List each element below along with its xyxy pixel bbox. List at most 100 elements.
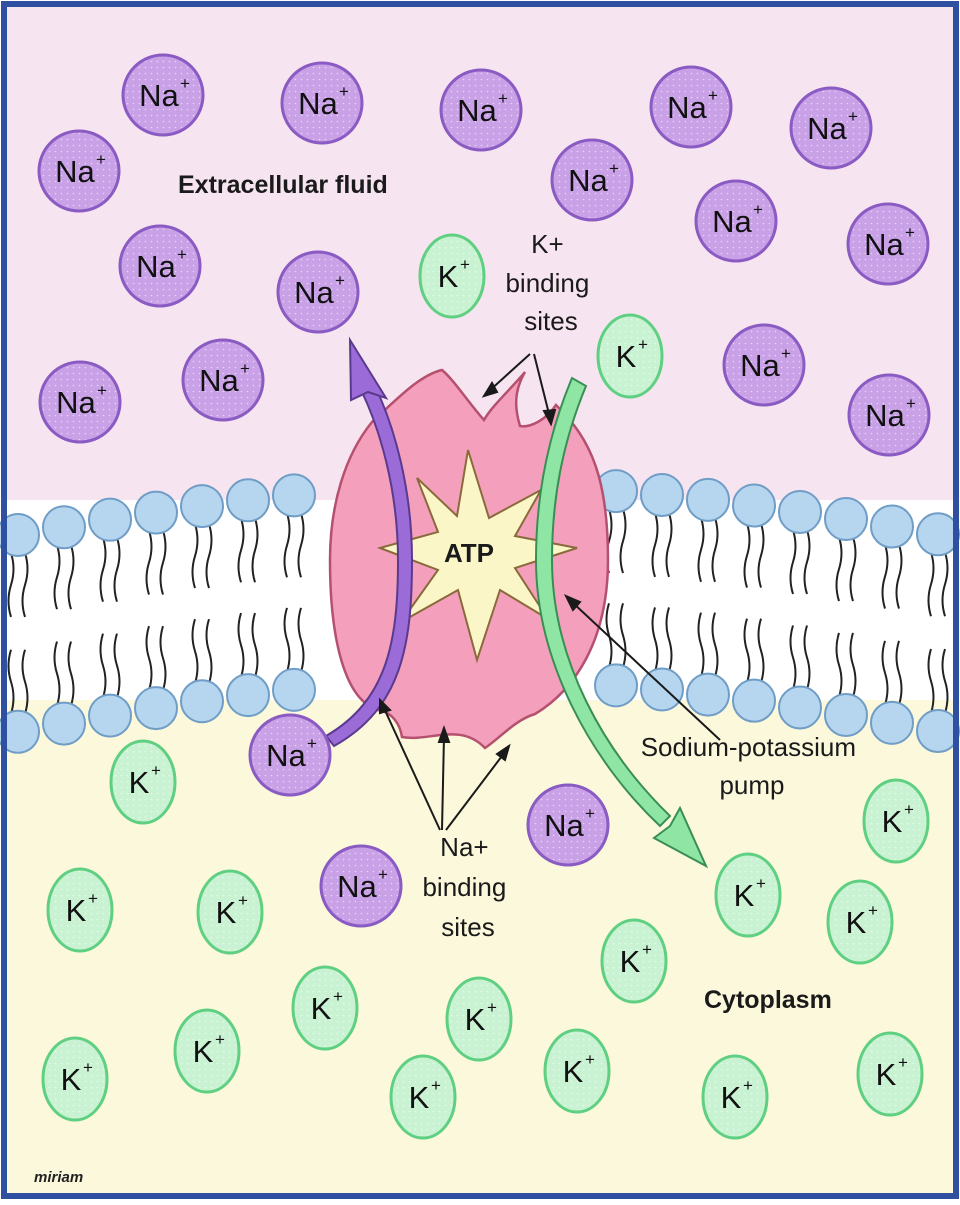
phospholipid-head — [686, 672, 730, 717]
sodium-ion-label: Na — [199, 363, 239, 398]
sodium-ion-label: Na — [294, 275, 334, 310]
potassium-ion-texture — [705, 1058, 765, 1136]
pump-pointer — [571, 601, 721, 741]
ion-charge: + — [898, 1053, 908, 1072]
sodium-ion-texture — [185, 342, 261, 418]
ion-charge: + — [756, 874, 766, 893]
lipid-tail — [789, 625, 797, 690]
k-binding-line-2: binding — [505, 268, 589, 298]
potassium-ion-texture — [604, 922, 664, 1000]
lipid-tail — [697, 517, 705, 583]
sodium-ion-label: Na — [740, 348, 780, 383]
phospholipid-head — [778, 490, 822, 534]
k-binding-sites-label: K+ binding sites — [505, 229, 596, 336]
lipid-tail — [881, 640, 889, 706]
lipid-tail — [53, 641, 61, 706]
potassium-ion-texture — [422, 237, 482, 315]
lipid-tail — [651, 512, 659, 578]
potassium-ion: K+ — [389, 1054, 457, 1140]
k-binding-pointer-left — [487, 353, 531, 393]
ion-charge: + — [177, 245, 187, 264]
ion-charge: + — [180, 74, 190, 93]
sodium-ion-label: Na — [56, 385, 96, 420]
potassium-ion-texture — [547, 1032, 607, 1110]
potassium-ion: K+ — [701, 1054, 769, 1140]
k-binding-line-3: sites — [524, 306, 577, 336]
potassium-ion-texture — [718, 856, 778, 934]
potassium-ion: K+ — [826, 879, 894, 965]
sodium-ion-texture — [252, 717, 328, 793]
sodium-ion-label: Na — [457, 93, 497, 128]
phospholipid-head — [134, 490, 178, 535]
lipid-tail — [7, 552, 15, 618]
sodium-ion: Na+ — [248, 713, 332, 797]
potassium-ion-texture — [50, 871, 110, 949]
phospholipid-head — [42, 505, 86, 550]
sodium-ion-texture — [41, 133, 117, 209]
lipid-tail — [651, 607, 659, 672]
potassium-ion-texture — [393, 1058, 453, 1136]
potassium-ion-texture — [449, 980, 509, 1058]
lipid-tail — [99, 633, 107, 698]
k-binding-pointer-left-head — [481, 381, 499, 398]
sodium-ion-texture — [280, 254, 356, 330]
potassium-ion-texture — [295, 969, 355, 1047]
potassium-ion-label: K — [311, 991, 332, 1026]
pump-pointer-head — [563, 594, 582, 612]
phospholipid-head — [134, 686, 178, 731]
potassium-ion: K+ — [173, 1008, 241, 1094]
sodium-ion-texture — [122, 228, 198, 304]
lipid-tail — [849, 632, 857, 698]
lipid-tail — [113, 537, 121, 602]
sodium-ion-texture — [530, 787, 606, 863]
sodium-ion: Na+ — [789, 86, 873, 170]
sodium-ion: Na+ — [38, 360, 122, 444]
ion-charge: + — [215, 1030, 225, 1049]
membrane-upper-tails — [7, 508, 949, 618]
phospholipid-head — [870, 504, 914, 549]
phospholipid-head — [732, 483, 776, 528]
ion-charge: + — [333, 987, 343, 1006]
lipid-tail — [619, 508, 627, 574]
lipid-tail — [297, 513, 305, 578]
sodium-ion-texture — [851, 377, 927, 453]
phospholipid-head — [824, 497, 868, 542]
sodium-ion: Na+ — [649, 65, 733, 149]
lipid-tail — [743, 618, 751, 683]
sodium-ion: Na+ — [181, 338, 265, 422]
sodium-ion: Na+ — [526, 783, 610, 867]
pointer-lines — [379, 353, 721, 831]
sodium-ion-texture — [653, 69, 729, 145]
potassium-ions: K+K+K+K+K+K+K+K+K+K+K+K+K+K+K+K+K+ — [41, 233, 930, 1140]
sodium-ion: Na+ — [276, 250, 360, 334]
lipid-tail — [205, 523, 213, 589]
ion-charge: + — [339, 82, 349, 101]
membrane-upper-heads — [0, 469, 960, 557]
potassium-ion-texture — [866, 782, 926, 860]
phospholipid-head — [180, 679, 224, 724]
lipid-tail — [7, 649, 15, 715]
lipid-tail — [113, 633, 121, 698]
potassium-ion-label: K — [61, 1062, 82, 1097]
lipid-tail — [191, 618, 199, 684]
sodium-ion-texture — [323, 848, 399, 924]
lipid-tail — [895, 640, 903, 706]
sodium-ion-texture — [698, 183, 774, 259]
artist-signature: miriam — [34, 1169, 83, 1186]
ion-charge: + — [905, 223, 915, 242]
potassium-ion-texture — [177, 1012, 237, 1090]
phospholipid-head — [686, 477, 730, 522]
sodium-ion-label: Na — [807, 111, 847, 146]
sodium-ion: Na+ — [439, 68, 523, 152]
na-binding-pointer-middle-head — [437, 725, 451, 743]
phospholipid-head — [640, 667, 684, 712]
lipid-tail — [711, 612, 719, 677]
potassium-ion-label: K — [563, 1054, 584, 1089]
lipid-tail — [619, 603, 627, 668]
sodium-ion-label: Na — [136, 249, 176, 284]
lipid-tail — [99, 537, 107, 602]
lipid-tail — [665, 512, 673, 578]
lipid-tail — [757, 618, 765, 683]
sodium-ion: Na+ — [121, 53, 205, 137]
lipid-tail — [881, 544, 889, 609]
